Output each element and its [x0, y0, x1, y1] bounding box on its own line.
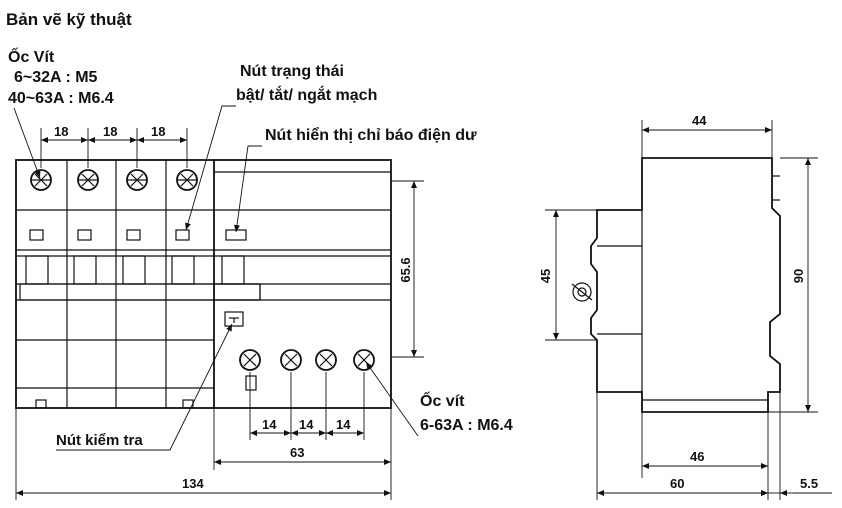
pole-handle-3 [122, 255, 146, 285]
dim-top-pitch-2: 18 [103, 124, 117, 139]
pole-indicator-4 [175, 229, 190, 241]
dim-side-5-5: 5.5 [800, 476, 818, 491]
page-title: Bản vẽ kỹ thuật [6, 10, 132, 29]
test-button-label: Nút kiểm tra [56, 432, 143, 449]
side-handle-knob [572, 282, 592, 302]
top-screw-1 [30, 169, 52, 191]
side-view [571, 157, 781, 413]
dim-top-pitch-1: 18 [54, 124, 68, 139]
dim-side-46: 46 [690, 449, 704, 464]
side-dimensions: 44 45 90 46 60 5.5 [538, 113, 832, 500]
status-button-label-1: Nút trạng thái [240, 63, 344, 80]
dim-top-pitch-3: 18 [151, 124, 165, 139]
bottom-screw-1 [239, 349, 261, 371]
top-screw-3 [126, 169, 148, 191]
screw-bottom-spec: 6-63A : M6.4 [420, 417, 513, 434]
rcd-handle [221, 255, 245, 285]
top-screw-2 [77, 169, 99, 191]
pole-indicator-2 [77, 229, 92, 241]
dim-width-134: 134 [182, 476, 204, 491]
callouts: Ốc Vít 6~32A : M5 40~63A : M6.4 Nút trạn… [8, 46, 513, 451]
screw-bottom-title: Ốc vít [420, 390, 465, 410]
top-screw-4 [176, 169, 198, 191]
screw-top-title: Ốc Vít [8, 46, 55, 66]
dim-side-60: 60 [670, 476, 684, 491]
dim-height-65-6: 65.6 [398, 257, 413, 282]
pole-indicator-1 [29, 229, 44, 241]
dim-width-63: 63 [290, 445, 304, 460]
dim-side-90: 90 [791, 269, 806, 283]
side-profile-outline [590, 157, 781, 413]
dim-bottom-pitch-1: 14 [262, 417, 277, 432]
test-button [224, 311, 244, 327]
handle-tie-bar [19, 283, 261, 301]
bottom-screw-4 [353, 349, 375, 371]
residual-indicator-label: Nút hiển thị chỉ báo điện dư [265, 126, 477, 144]
dim-side-44: 44 [692, 113, 707, 128]
front-view [15, 159, 392, 409]
status-button-label-2: bật/ tắt/ ngắt mạch [236, 85, 377, 104]
bottom-screw-2 [280, 349, 302, 371]
screw-top-spec-2: 40~63A : M6.4 [8, 90, 114, 107]
dim-bottom-pitch-2: 14 [299, 417, 314, 432]
dim-bottom-pitch-3: 14 [336, 417, 351, 432]
bottom-screw-3 [315, 349, 337, 371]
pole-handle-4 [171, 255, 195, 285]
screw-top-spec-1: 6~32A : M5 [14, 69, 98, 86]
pole-handle-1 [25, 255, 49, 285]
dim-side-45: 45 [538, 269, 553, 283]
pole-indicator-3 [126, 229, 141, 241]
front-dimensions: 18 18 18 65.6 14 14 14 63 134 [15, 124, 424, 500]
pole-handle-2 [73, 255, 97, 285]
